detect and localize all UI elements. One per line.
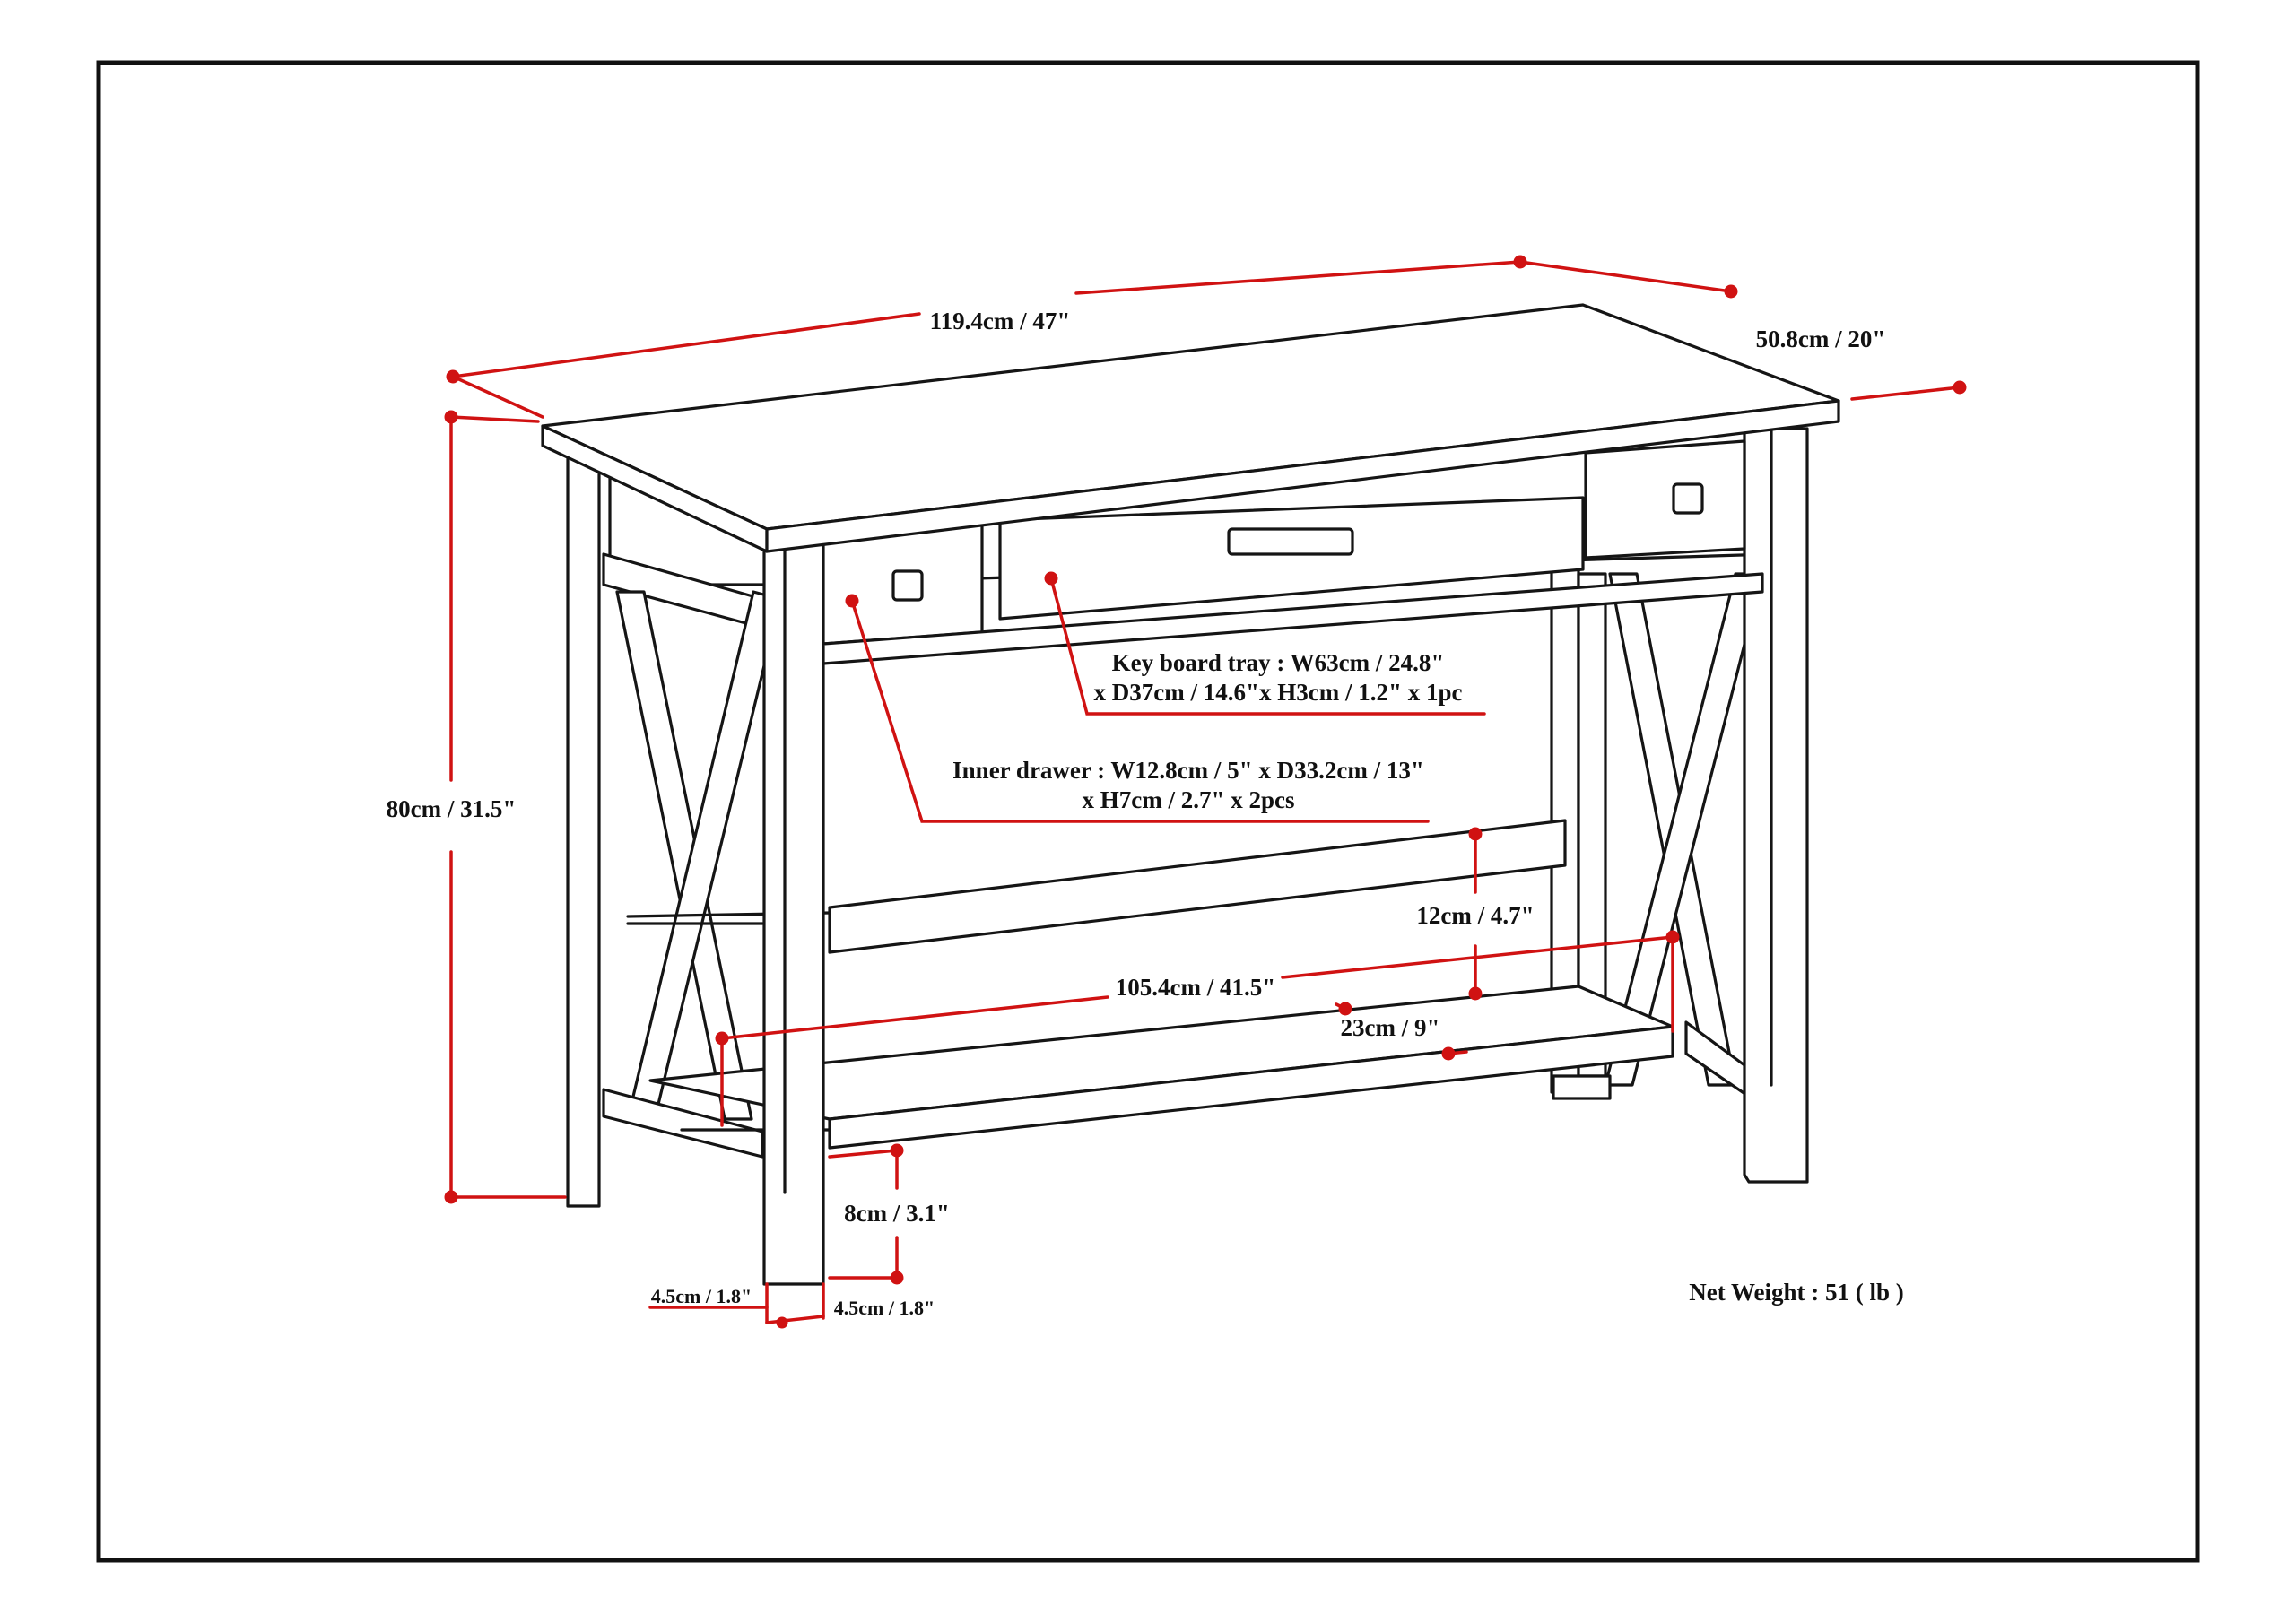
- center-drawer-front: [998, 496, 1585, 621]
- height-label: 80cm / 31.5": [387, 795, 517, 822]
- shelf-width-label: 105.4cm / 41.5": [1116, 974, 1275, 1001]
- shelf-depth-label: 23cm / 9": [1341, 1014, 1440, 1041]
- inner-drawer-line1: Inner drawer : W12.8cm / 5" x D33.2cm / …: [952, 757, 1424, 784]
- width-label: 119.4cm / 47": [930, 308, 1071, 334]
- keyboard-tray-line2: x D37cm / 14.6"x H3cm / 1.2" x 1pc: [1094, 679, 1463, 706]
- depth-label: 50.8cm / 20": [1756, 325, 1886, 352]
- outer-frame: [96, 60, 2200, 1563]
- right-side-x-brace: [1577, 572, 1773, 1114]
- inner-drawer-line2: x H7cm / 2.7" x 2pcs: [1083, 786, 1295, 813]
- tabletop: [541, 303, 1840, 553]
- keyboard-tray-line1: Key board tray : W63cm / 24.8": [1112, 649, 1445, 676]
- leg-width-left-label: 4.5cm / 1.8": [651, 1285, 752, 1307]
- right-drawer-knob: [1672, 482, 1704, 515]
- back-foot: [1552, 1074, 1612, 1100]
- left-drawer-knob: [891, 569, 924, 602]
- front-apron-rail: [822, 572, 1764, 665]
- right-drawer-front: [1584, 439, 1746, 560]
- center-drawer-handle: [1227, 527, 1354, 556]
- shelf-gap-label: 12cm / 4.7": [1416, 902, 1534, 929]
- shelf-clearance-label: 8cm / 3.1": [844, 1200, 950, 1227]
- left-front-leg: [762, 525, 825, 1286]
- dimension-lines: [444, 255, 1967, 1329]
- middle-stretcher: [828, 819, 1567, 954]
- left-side-x-brace: [602, 552, 782, 1159]
- dimension-labels: 119.4cm / 47" 50.8cm / 20" 80cm / 31.5" …: [387, 308, 1904, 1319]
- right-front-leg: [1743, 427, 1809, 1184]
- back-left-leg: [566, 447, 601, 1208]
- desk-drawing: [541, 303, 1840, 1286]
- leg-width-right-label: 4.5cm / 1.8": [834, 1297, 935, 1319]
- net-weight-label: Net Weight : 51 ( lb ): [1689, 1279, 1903, 1306]
